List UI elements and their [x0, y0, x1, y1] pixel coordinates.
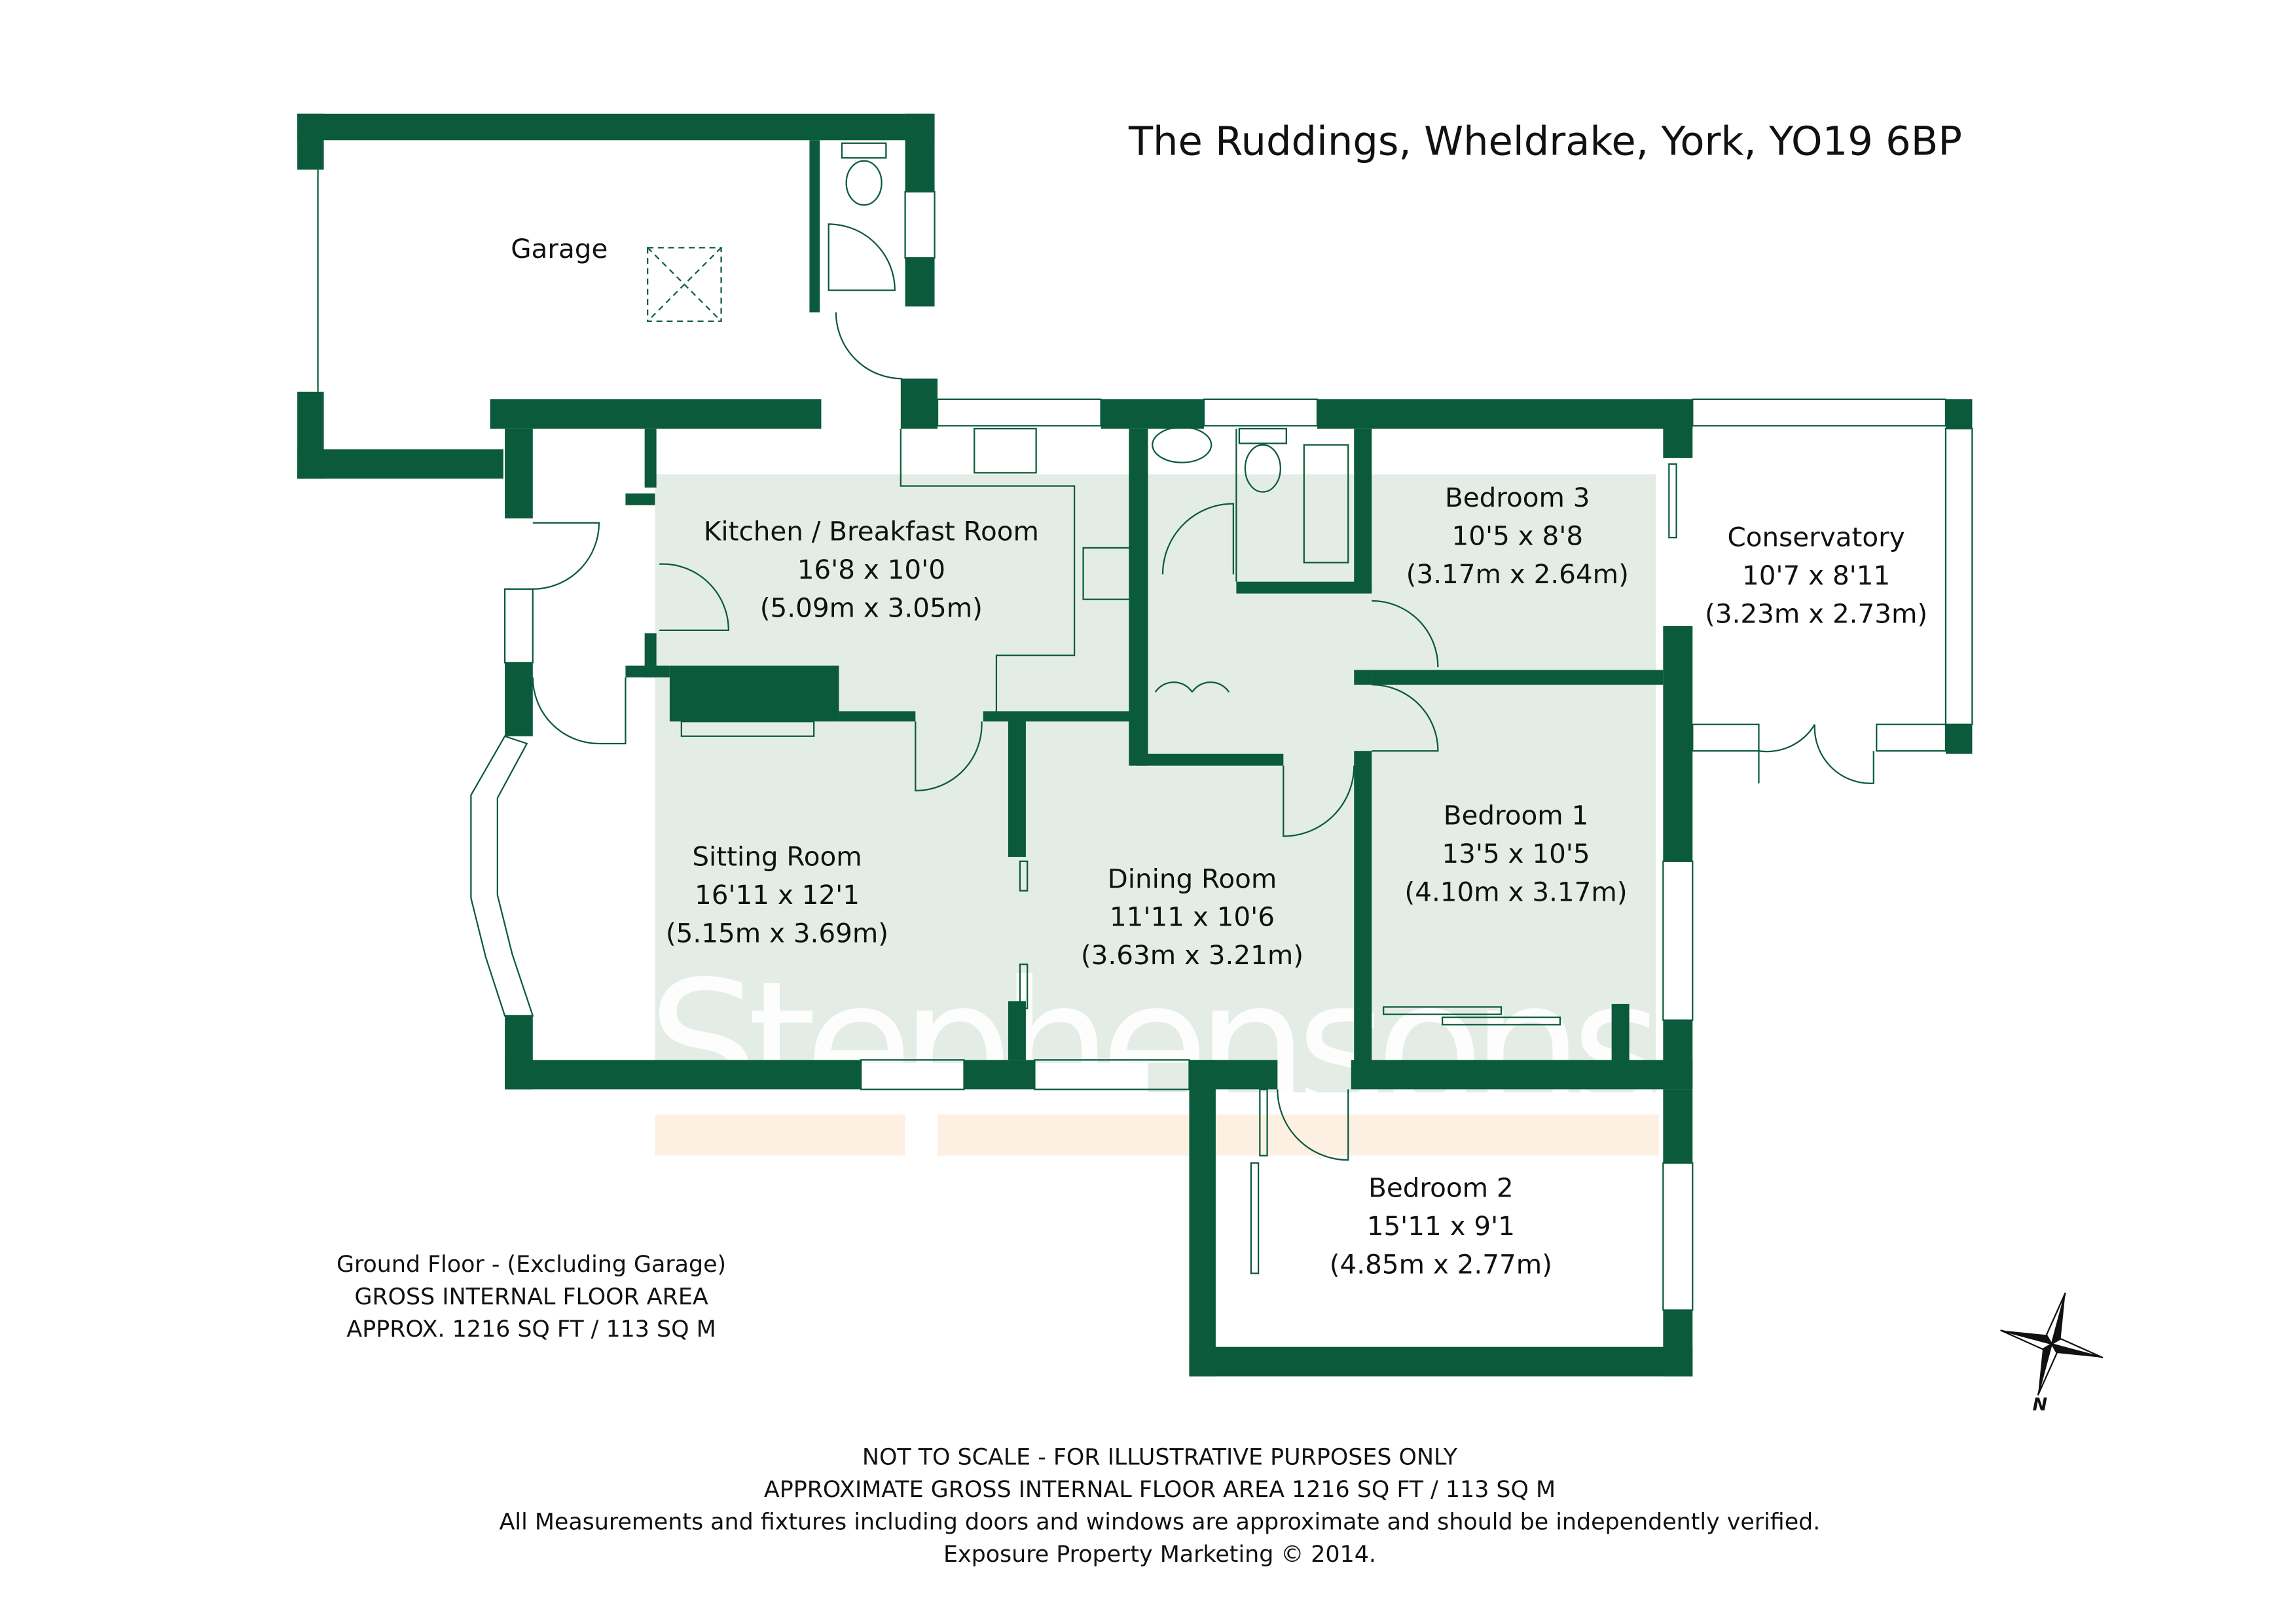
- compass-rose-icon: [2000, 1292, 2104, 1396]
- room-imperial-bedroom-2: 15'11 x 9'1: [1367, 1210, 1515, 1242]
- footer-line: All Measurements and fixtures including …: [500, 1509, 1821, 1535]
- room-metric-conservatory: (3.23m x 2.73m): [1705, 598, 1927, 630]
- svg-text:Stephensons: Stephensons: [647, 943, 1663, 1149]
- footer-line: APPROXIMATE GROSS INTERNAL FLOOR AREA 12…: [764, 1477, 1556, 1503]
- room-name-kitchen: Kitchen / Breakfast Room: [704, 516, 1039, 547]
- room-imperial-conservatory: 10'7 x 8'11: [1742, 560, 1890, 591]
- compass-north-label: N: [2033, 1394, 2048, 1415]
- watermark: Stephensons: [647, 943, 1663, 1156]
- room-imperial-sitting-room: 16'11 x 12'1: [695, 879, 860, 911]
- area-note-line: GROSS INTERNAL FLOOR AREA: [354, 1284, 708, 1310]
- area-note-line: APPROX. 1216 SQ FT / 113 SQ M: [346, 1316, 716, 1343]
- room-imperial-kitchen: 16'8 x 10'0: [797, 554, 945, 585]
- room-metric-dining-room: (3.63m x 3.21m): [1081, 939, 1303, 971]
- area-note: Ground Floor - (Excluding Garage) GROSS …: [337, 1252, 726, 1343]
- page-title: The Ruddings, Wheldrake, York, YO19 6BP: [1128, 119, 1962, 165]
- walls: [297, 113, 1973, 1377]
- area-note-line: Ground Floor - (Excluding Garage): [337, 1252, 726, 1278]
- footer-line: Exposure Property Marketing © 2014.: [943, 1542, 1376, 1568]
- room-imperial-dining-room: 11'11 x 10'6: [1110, 901, 1275, 933]
- room-metric-bedroom-3: (3.17m x 2.64m): [1406, 558, 1629, 590]
- room-imperial-bedroom-3: 10'5 x 8'8: [1451, 520, 1583, 551]
- footer-disclaimer: NOT TO SCALE - FOR ILLUSTRATIVE PURPOSES…: [500, 1445, 1821, 1568]
- room-name-bedroom-3: Bedroom 3: [1445, 482, 1590, 513]
- room-imperial-bedroom-1: 13'5 x 10'5: [1442, 838, 1590, 869]
- room-labels: Garage Kitchen / Breakfast Room 16'8 x 1…: [511, 233, 1927, 1280]
- room-metric-bedroom-1: (4.10m x 3.17m): [1404, 876, 1627, 908]
- room-name-garage: Garage: [511, 233, 608, 264]
- room-name-conservatory: Conservatory: [1728, 522, 1905, 553]
- windows-and-fixtures: [317, 142, 1973, 1311]
- room-name-bedroom-2: Bedroom 2: [1368, 1172, 1514, 1203]
- room-metric-bedroom-2: (4.85m x 2.77m): [1330, 1248, 1552, 1280]
- room-name-bedroom-1: Bedroom 1: [1444, 800, 1589, 831]
- room-metric-sitting-room: (5.15m x 3.69m): [666, 917, 888, 948]
- room-metric-kitchen: (5.09m x 3.05m): [760, 592, 983, 624]
- room-name-sitting-room: Sitting Room: [692, 841, 862, 873]
- room-name-dining-room: Dining Room: [1108, 863, 1277, 894]
- footer-line: NOT TO SCALE - FOR ILLUSTRATIVE PURPOSES…: [862, 1445, 1458, 1471]
